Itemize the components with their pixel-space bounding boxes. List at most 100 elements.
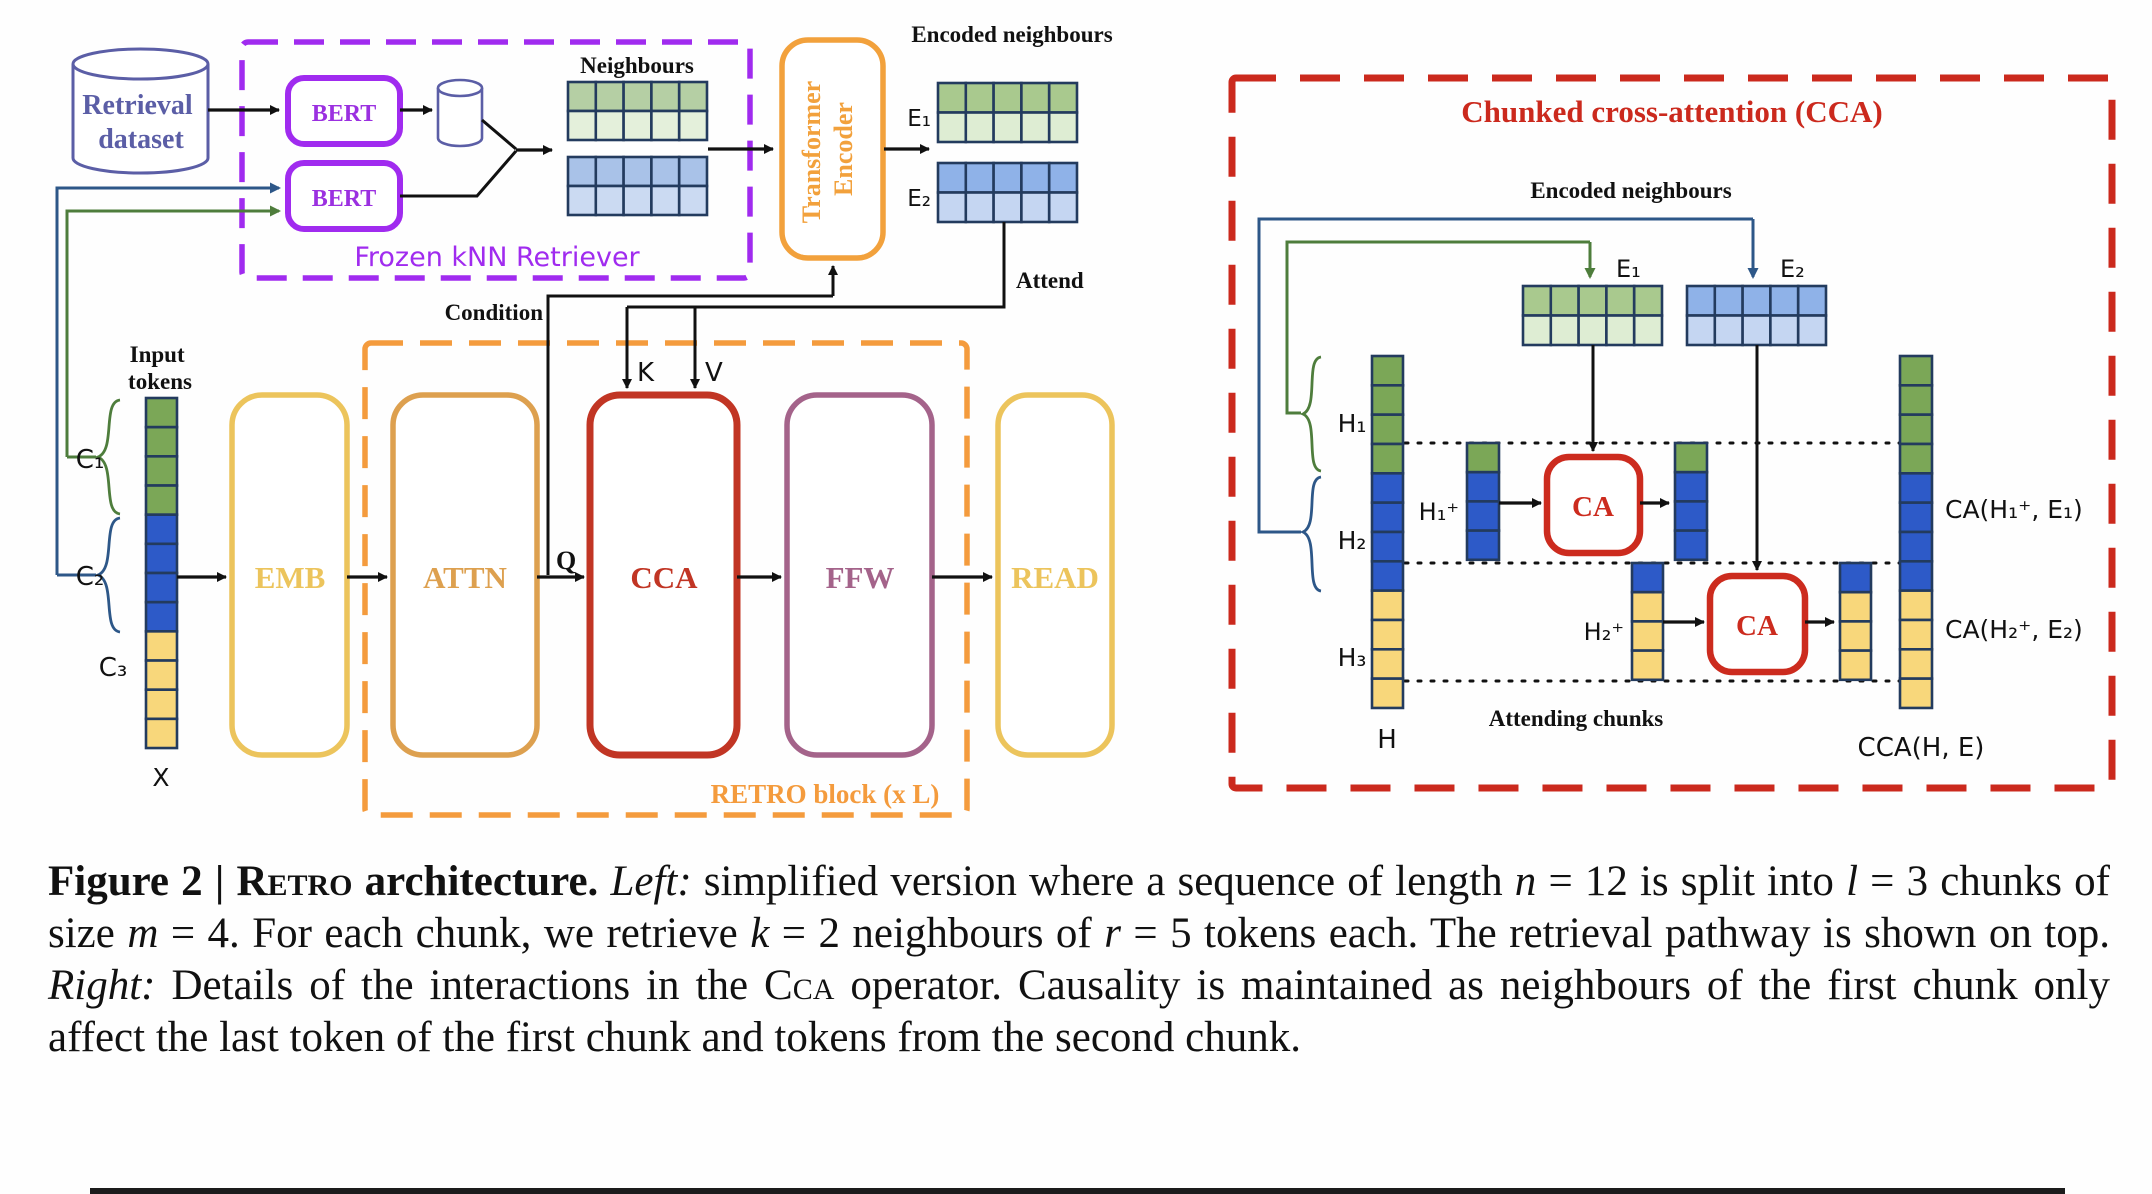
retrieval-dataset-line1: Retrieval [82,90,193,121]
caption-segment: Right: [48,962,156,1009]
token-cell [1898,647,1934,680]
token-cell [964,81,995,114]
transformer-encoder-line2: Encoder [829,102,858,196]
ca2-box [1706,572,1809,676]
cca-label: CCA [630,560,698,595]
read-box [995,392,1115,758]
cca-box [586,391,741,759]
caption-segment: l [1846,858,1859,905]
token-cell [964,161,995,194]
token-cell [936,81,968,114]
token-cell [1465,529,1501,562]
attend-label: Attend [1016,268,1084,293]
h1-brace [1299,355,1322,473]
token-cell [1465,500,1501,532]
token-cell [1632,284,1664,317]
token-cell [1685,314,1717,347]
token-cell [1020,161,1051,194]
token-cell [566,80,598,113]
caption-segment: architecture. [352,858,611,905]
token-cell [1769,314,1800,347]
token-cell [1630,561,1665,594]
token-cell [1047,161,1079,194]
token-cell [594,184,625,217]
cca-detail-title: Chunked cross-attention (CCA) [1461,94,1882,129]
q-label: Q [556,546,576,575]
token-cell [1673,529,1709,562]
token-cell [1713,284,1744,317]
token-cell [622,109,653,142]
caption-segment: n [1514,858,1537,905]
token-cell [1370,647,1405,680]
token-cell [1549,284,1580,317]
ca1-output-column [1673,441,1709,562]
page-bottom-rule [90,1188,2065,1194]
cca-detail-box [1228,74,2116,792]
bert-label-1: BERT [312,101,377,127]
figure-caption: Figure 2 | Retro architecture. Left: sim… [48,856,2110,1064]
attn-label: ATTN [423,560,507,595]
token-cell [144,600,179,633]
token-cell [1898,530,1934,563]
token-cell [936,161,968,194]
token-cell [1605,314,1636,347]
token-cell [650,109,681,142]
caption-segment: Left: [610,858,692,905]
token-cell [677,80,709,113]
h2-label: H₂ [1338,526,1367,555]
token-cell [1047,191,1079,224]
ca2-label: CA [1736,610,1778,642]
e1-label-right: E₁ [1616,255,1641,283]
blue-wire-c2-to-bert [55,182,281,575]
token-cell [144,571,179,604]
caption-segment: = 2 neighbours of [769,910,1105,957]
e1-grid-right [1521,284,1664,347]
caption-segment: m [127,910,159,957]
token-cell [1370,472,1405,504]
token-cell [622,155,653,188]
cca-result-column [1898,354,1934,710]
token-cell [144,396,179,429]
token-cell [1632,314,1664,347]
h-column [1370,354,1405,710]
token-cell [1465,470,1501,503]
token-cell [144,688,179,721]
token-cell [992,81,1023,114]
h2p-label: H₂⁺ [1584,618,1624,646]
h2-brace [1299,475,1322,593]
token-cell [1673,500,1709,532]
token-cell [144,455,179,487]
green-wire-h1-to-e1 [1285,240,1590,415]
token-cell [936,191,968,224]
token-cell [992,161,1023,194]
green-wire-c1-to-bert [65,205,281,457]
token-cell [1838,620,1873,652]
token-cell [144,630,179,662]
c2-brace [94,516,121,634]
token-cell [650,80,681,113]
knn-index-cylinder [400,78,484,148]
ca2-output-column [1838,561,1873,682]
token-cell [144,484,179,516]
token-cell [1577,314,1608,347]
token-cell [1713,314,1744,347]
token-cell [936,111,968,144]
token-cell [1047,81,1079,114]
attend-line [627,222,1006,309]
token-cell [1898,354,1934,387]
attn-box [390,392,540,758]
v-label: V [705,358,723,388]
c3-label: C₃ [99,653,128,683]
token-cell [1020,81,1051,114]
ffw-box [784,392,935,758]
e2-label-left: E₂ [907,186,931,212]
token-cell [677,184,709,217]
token-cell [1898,589,1934,622]
token-cell [964,191,995,224]
token-cell [650,155,681,188]
token-cell [1370,413,1405,446]
token-cell [594,155,625,188]
token-cell [1838,649,1873,682]
h1p-column [1465,441,1501,562]
